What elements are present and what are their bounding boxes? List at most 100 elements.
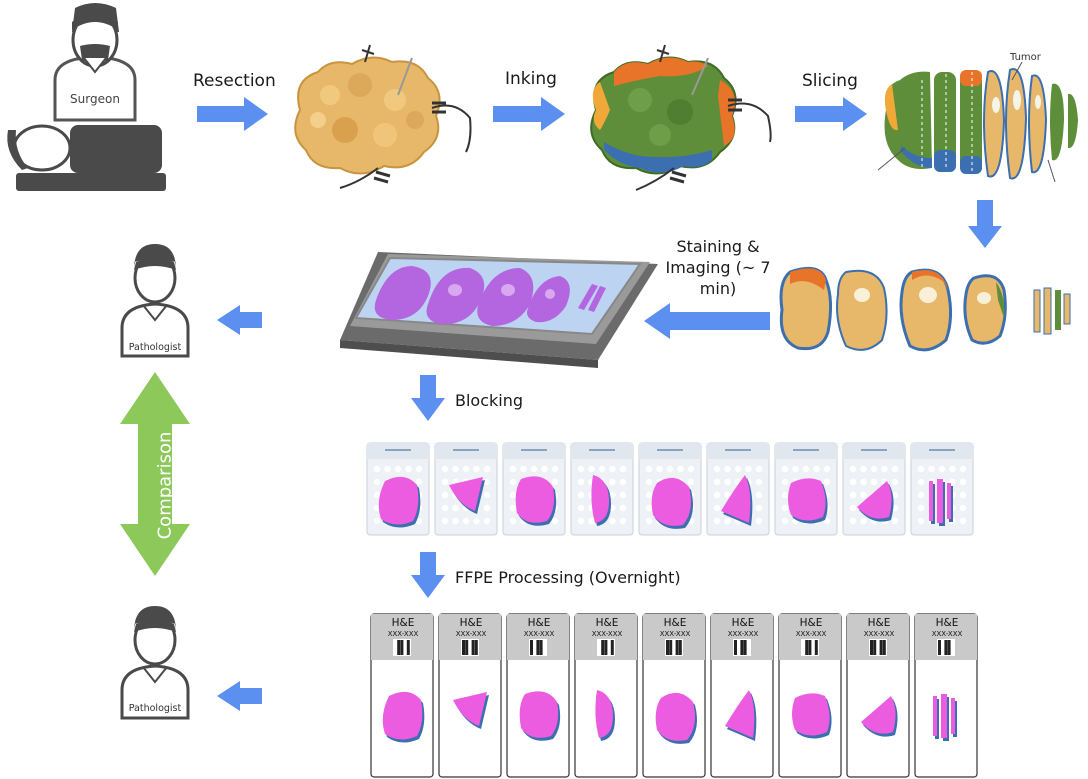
ffpe-processing-label: FFPE Processing (Overnight) (455, 568, 681, 587)
slide-stain-label: H&E (663, 617, 687, 629)
arrow-down-slices (968, 200, 1002, 248)
qr-code-icon (801, 639, 819, 656)
arrow-to-pathologist-bottom (217, 681, 262, 711)
inking-label: Inking (505, 69, 557, 89)
cassette-tissue (929, 479, 953, 526)
he-slide (710, 613, 774, 778)
arrow-to-pathologist-top (217, 305, 262, 335)
arrow-blocking (411, 375, 445, 421)
slide-code-label: XXX-XXX (863, 630, 895, 638)
cassette-tissue (591, 475, 611, 526)
cassette (366, 442, 430, 536)
tumor-label: Tumor (1010, 52, 1041, 63)
slide-tissue (792, 693, 832, 739)
slide-tissue (595, 690, 615, 741)
slice-4 (963, 274, 1007, 345)
slide-code-label: XXX-XXX (387, 630, 419, 638)
slice-3 (899, 268, 953, 352)
cassette (706, 442, 770, 536)
pathologist-top-figure (120, 244, 190, 358)
cassette-tissue (651, 477, 693, 529)
slide-code-label: XXX-XXX (455, 630, 487, 638)
inked-slices-row (779, 266, 1071, 352)
slide-code-label: XXX-XXX (931, 630, 963, 638)
qr-code-icon (461, 639, 479, 656)
he-slide (506, 613, 570, 778)
he-slide (846, 613, 910, 778)
cassette-tissue (788, 478, 828, 524)
inked-specimen (590, 44, 772, 191)
cassette (434, 442, 498, 536)
comparison-label: Comparison (154, 431, 176, 540)
cassette-tissue (449, 477, 485, 514)
imaging-tray (340, 252, 658, 368)
pathologist-bottom-figure (120, 606, 190, 720)
arrow-slicing (795, 97, 867, 131)
arrow-ffpe (411, 552, 445, 598)
slide-code-label: XXX-XXX (523, 630, 555, 638)
blocking-label: Blocking (455, 391, 524, 410)
slide-code-label: XXX-XXX (659, 630, 691, 638)
slide-stain-label: H&E (935, 617, 959, 629)
cassette (502, 442, 566, 536)
slide-tissue (861, 696, 898, 737)
slide-stain-label: H&E (527, 617, 551, 629)
cassette (638, 442, 702, 536)
pathologist-top-label: Pathologist (128, 342, 182, 353)
qr-code-icon (733, 639, 751, 656)
slide-stain-label: H&E (799, 617, 823, 629)
slide-stain-label: H&E (731, 617, 755, 629)
arrow-staining (644, 303, 770, 339)
resected-specimen (294, 44, 472, 189)
he-slide (574, 613, 638, 778)
cassette-tissue (378, 476, 421, 528)
comparison-arrow (120, 372, 190, 576)
cassette-tissue (721, 475, 753, 526)
slides-row (370, 613, 978, 778)
slide-tissue (725, 690, 757, 741)
sliced-specimen (877, 61, 1078, 183)
surgeon-label: Surgeon (70, 92, 120, 106)
slide-stain-label: H&E (391, 617, 415, 629)
slide-code-label: XXX-XXX (795, 630, 827, 638)
slide-stain-label: H&E (595, 617, 619, 629)
resection-label: Resection (193, 71, 276, 91)
slide-tissue (382, 691, 425, 743)
arrow-resection (197, 97, 268, 131)
pathologist-bottom-label: Pathologist (128, 703, 182, 714)
slide-code-label: XXX-XXX (591, 630, 623, 638)
slice-5 (1033, 287, 1071, 335)
arrow-inking (493, 97, 565, 131)
slide-tissue (453, 692, 489, 729)
slice-1 (779, 266, 833, 351)
slide-tissue (933, 694, 957, 741)
slide-tissue (655, 692, 697, 744)
patient-figure (7, 124, 166, 191)
qr-code-icon (597, 639, 615, 656)
cassette (570, 442, 634, 536)
slicing-label: Slicing (802, 71, 858, 91)
slice-2 (836, 269, 888, 351)
slide-stain-label: H&E (867, 617, 891, 629)
slide-tissue (519, 691, 561, 741)
he-slide (642, 613, 706, 778)
he-slide (914, 613, 978, 778)
qr-code-icon (665, 639, 683, 656)
qr-code-icon (529, 639, 547, 656)
he-slide (778, 613, 842, 778)
cassette (842, 442, 906, 536)
slide-code-label: XXX-XXX (727, 630, 759, 638)
cassette-tissue (515, 476, 557, 526)
he-slide (438, 613, 502, 778)
cassettes-row (366, 442, 974, 536)
surgeon-figure (53, 3, 137, 122)
qr-code-icon (393, 639, 411, 656)
staining-imaging-label: Staining & Imaging (~ 7 min) (665, 237, 771, 298)
cassette-tissue (857, 481, 894, 522)
cassette (774, 442, 838, 536)
cassette (910, 442, 974, 536)
he-slide (370, 613, 434, 778)
slide-stain-label: H&E (459, 617, 483, 629)
qr-code-icon (937, 639, 955, 656)
